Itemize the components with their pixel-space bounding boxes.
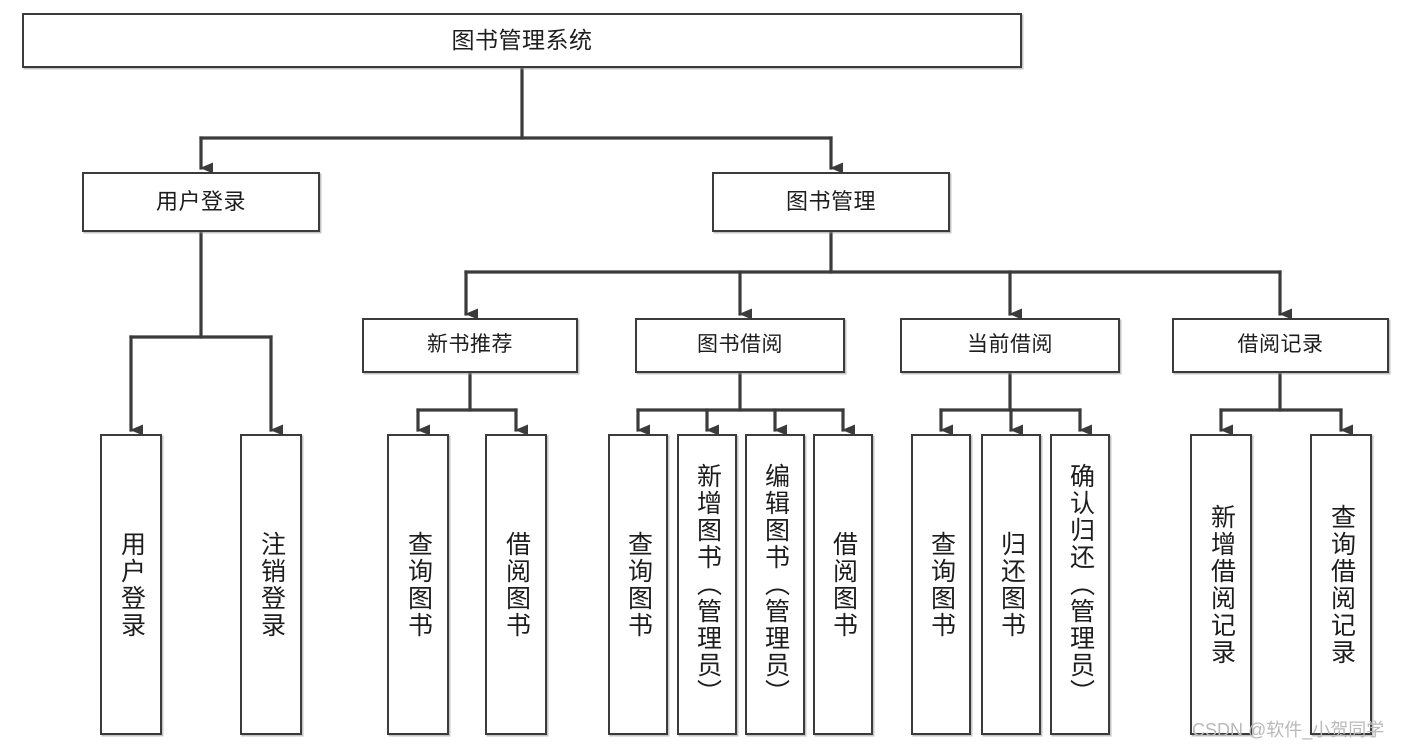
node-borrow-record[interactable]: 借阅记录 [1172,318,1389,373]
node-label: 新书推荐 [427,333,513,357]
node-root-book-management-system[interactable]: 图书管理系统 [22,13,1022,68]
node-label: 编辑图书（管理员） [761,463,790,706]
node-label: 查询图书 [624,530,653,639]
node-book-management[interactable]: 图书管理 [712,172,950,232]
node-label: 图书管理系统 [451,27,593,54]
node-leaf-confirm-return-admin[interactable]: 确认归还（管理员） [1050,434,1110,735]
node-leaf-query-book-current[interactable]: 查询图书 [911,434,971,735]
node-leaf-edit-book-admin[interactable]: 编辑图书（管理员） [745,434,805,735]
node-label: 新增图书（管理员） [693,463,722,706]
node-leaf-add-borrow-record[interactable]: 新增借阅记录 [1190,434,1252,735]
node-label: 确认归还（管理员） [1066,463,1095,706]
node-label: 新增借阅记录 [1207,503,1236,666]
node-label: 借阅图书 [502,530,531,639]
node-book-borrow[interactable]: 图书借阅 [635,318,845,373]
node-label: 查询图书 [404,530,433,639]
node-label: 借阅图书 [829,530,858,639]
node-new-book-recommend[interactable]: 新书推荐 [362,318,578,373]
node-leaf-borrow-book-newbook[interactable]: 借阅图书 [485,434,547,735]
watermark: CSDN @软件_小贺同学 [1192,720,1385,740]
node-user-login[interactable]: 用户登录 [82,172,320,232]
node-leaf-add-book-admin[interactable]: 新增图书（管理员） [677,434,737,735]
node-label: 查询借阅记录 [1327,503,1356,666]
node-current-borrow[interactable]: 当前借阅 [900,318,1120,373]
node-label: 用户登录 [155,189,246,215]
node-label: 注销登录 [257,530,286,639]
node-leaf-user-login[interactable]: 用户登录 [100,434,162,735]
node-leaf-query-book-borrow[interactable]: 查询图书 [608,434,668,735]
node-label: 图书管理 [785,189,876,215]
node-leaf-query-borrow-record[interactable]: 查询借阅记录 [1310,434,1372,735]
node-label: 归还图书 [997,530,1026,639]
node-label: 用户登录 [117,530,146,639]
node-leaf-return-book[interactable]: 归还图书 [981,434,1041,735]
node-leaf-query-book-newbook[interactable]: 查询图书 [387,434,449,735]
node-leaf-borrow-book[interactable]: 借阅图书 [813,434,873,735]
node-label: 借阅记录 [1237,333,1324,357]
node-label: 当前借阅 [967,333,1053,357]
node-label: 查询图书 [927,530,956,639]
node-label: 图书借阅 [697,333,783,357]
node-leaf-logout[interactable]: 注销登录 [240,434,302,735]
